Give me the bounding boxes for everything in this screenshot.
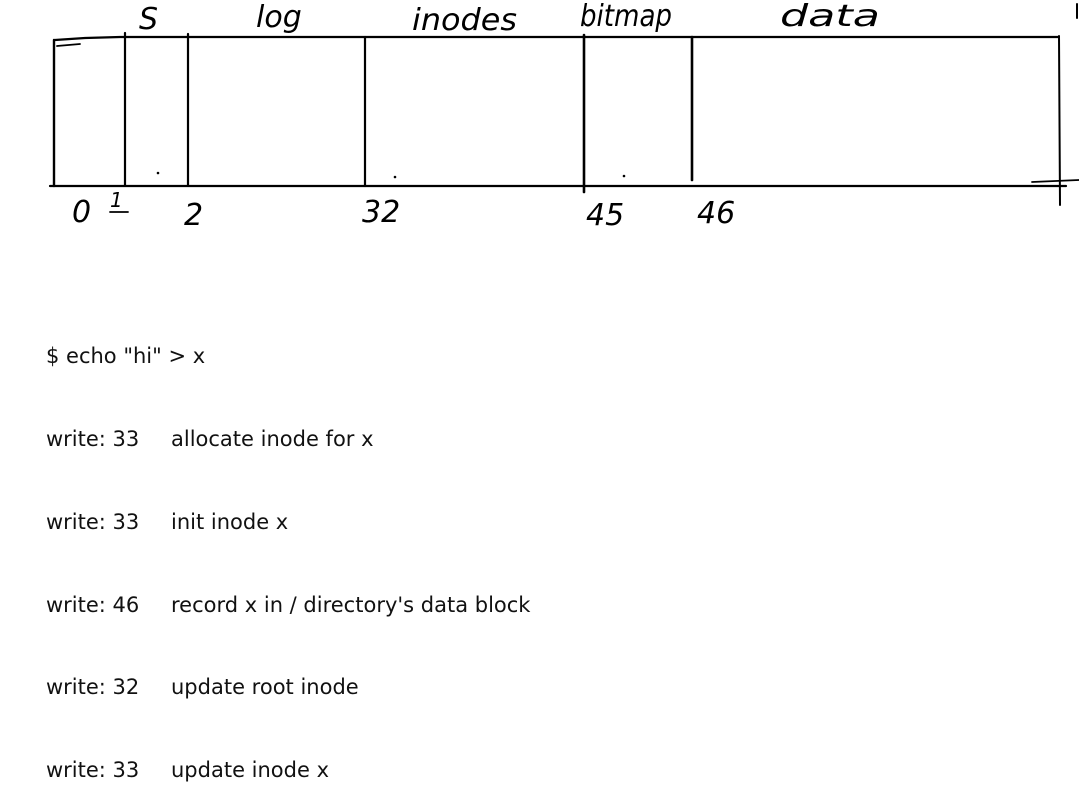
write-description: allocate inode for x <box>171 426 374 451</box>
pen-dot <box>622 174 626 178</box>
write-description: update root inode <box>171 675 359 700</box>
block-number-46: 46 <box>697 196 735 231</box>
write-description: update inode x <box>171 758 330 783</box>
write-trace: $ echo "hi" > x write: 33 allocate inode … <box>46 288 530 812</box>
write-block: write: 33 <box>46 509 140 534</box>
block-number-0: 0 <box>72 195 91 230</box>
write-description: record x in / directory's data block <box>171 592 531 617</box>
block-number-32: 32 <box>362 195 400 230</box>
disk-top-edge <box>53 35 1060 42</box>
right-edge-tick <box>1031 179 1079 183</box>
section-label-inodes: inodes <box>412 3 517 38</box>
section-label-data: data <box>780 0 880 34</box>
trace-line: write: 33 update inode x <box>46 757 530 785</box>
disk-right-edge <box>1058 35 1061 206</box>
write-block: write: 32 <box>46 675 140 700</box>
write-description: init inode x <box>171 509 289 534</box>
trace-line: write: 33 init inode x <box>46 509 530 537</box>
trace-line: write: 46 record x in / directory's data … <box>46 592 530 620</box>
block-number-2: 2 <box>184 198 203 233</box>
trace-line: write: 33 allocate inode for x <box>46 426 530 454</box>
pen-dot <box>156 171 160 175</box>
block-number-1: 1 <box>110 188 123 212</box>
section-label-superblock: S <box>139 2 158 37</box>
write-block: write: 46 <box>46 592 140 617</box>
shell-command: $ echo "hi" > x <box>46 344 206 369</box>
write-block: write: 33 <box>46 426 140 451</box>
write-block: write: 33 <box>46 758 140 783</box>
trace-line: write: 32 update root inode <box>46 674 530 702</box>
disk-layout-diagram: S log inodes bitmap data 0 1 2 32 45 46 <box>48 0 1079 233</box>
pen-dot <box>393 175 397 179</box>
section-label-bitmap: bitmap <box>580 0 672 34</box>
boot-block-tick <box>56 43 81 47</box>
section-label-log: log <box>256 0 302 35</box>
block-number-45: 45 <box>586 198 624 233</box>
